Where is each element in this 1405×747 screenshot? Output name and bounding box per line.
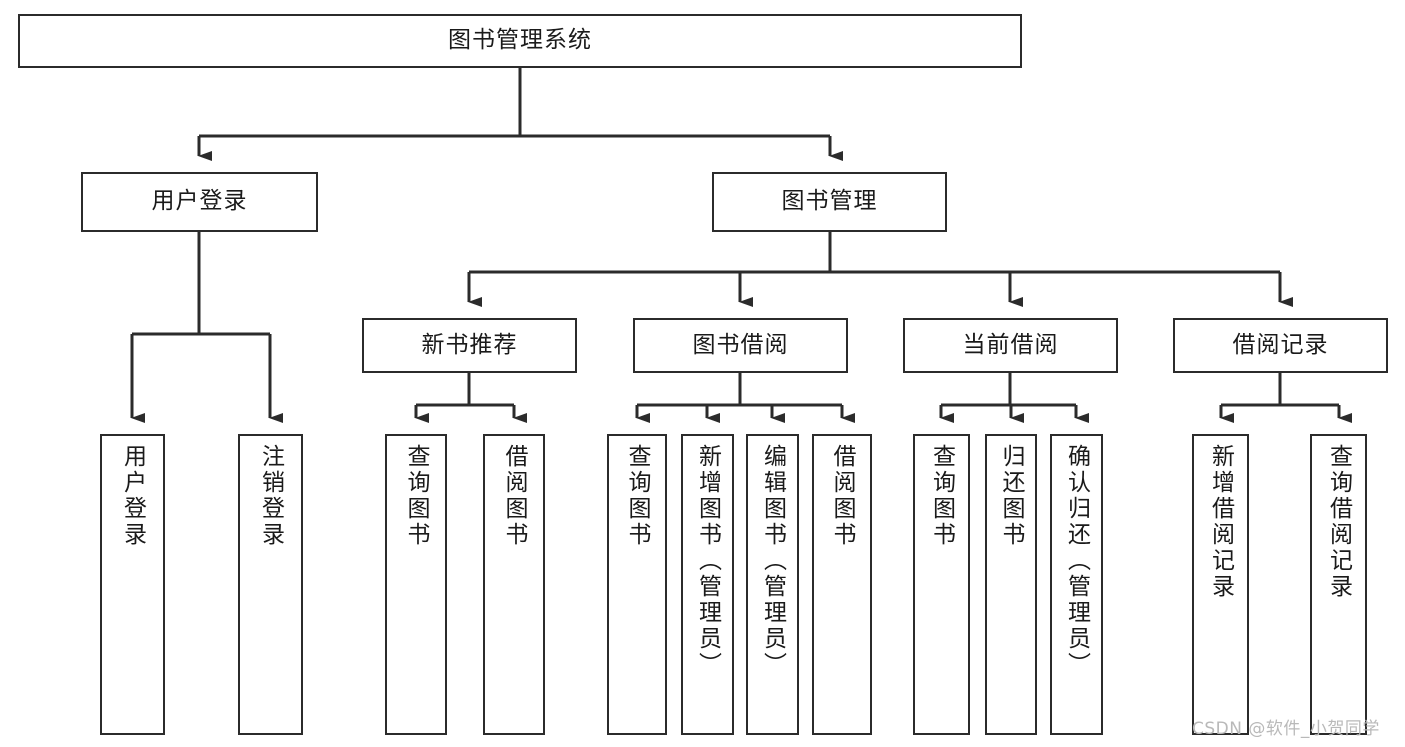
node-book-manage-label: 图书管理 xyxy=(781,188,878,215)
leaf-add-borrow-record[interactable]: 新增借阅记录 xyxy=(1192,434,1249,735)
node-borrow-record[interactable]: 借阅记录 xyxy=(1173,318,1388,373)
leaf-add-book[interactable]: 新增图书（管理员） xyxy=(681,434,734,735)
node-root[interactable]: 图书管理系统 xyxy=(18,14,1022,68)
leaf-return-book-label: 归还图书 xyxy=(998,444,1025,548)
node-new-book-recommend[interactable]: 新书推荐 xyxy=(362,318,577,373)
leaf-query-book-2-label: 查询图书 xyxy=(624,444,651,548)
node-user-login[interactable]: 用户登录 xyxy=(81,172,318,232)
leaf-query-book-3-label: 查询图书 xyxy=(928,444,955,548)
leaf-edit-book[interactable]: 编辑图书（管理员） xyxy=(746,434,799,735)
node-book-borrow-label: 图书借阅 xyxy=(692,331,789,358)
node-current-borrow-label: 当前借阅 xyxy=(962,331,1059,358)
leaf-borrow-book-1-label: 借阅图书 xyxy=(501,444,528,548)
leaf-user-logout-label: 注销登录 xyxy=(257,444,284,548)
leaf-query-book-3[interactable]: 查询图书 xyxy=(913,434,970,735)
leaf-query-book-1[interactable]: 查询图书 xyxy=(385,434,447,735)
node-new-book-recommend-label: 新书推荐 xyxy=(421,331,518,358)
leaf-edit-book-label: 编辑图书（管理员） xyxy=(759,444,786,678)
leaf-query-borrow-record[interactable]: 查询借阅记录 xyxy=(1310,434,1367,735)
node-book-borrow[interactable]: 图书借阅 xyxy=(633,318,848,373)
node-current-borrow[interactable]: 当前借阅 xyxy=(903,318,1118,373)
leaf-return-book[interactable]: 归还图书 xyxy=(985,434,1037,735)
leaf-confirm-return-label: 确认归还（管理员） xyxy=(1063,444,1090,678)
leaf-borrow-book-1[interactable]: 借阅图书 xyxy=(483,434,545,735)
leaf-query-book-2[interactable]: 查询图书 xyxy=(607,434,667,735)
leaf-add-book-label: 新增图书（管理员） xyxy=(694,444,721,678)
leaf-confirm-return[interactable]: 确认归还（管理员） xyxy=(1050,434,1103,735)
leaf-query-book-1-label: 查询图书 xyxy=(403,444,430,548)
leaf-user-login[interactable]: 用户登录 xyxy=(100,434,165,735)
leaf-add-borrow-record-label: 新增借阅记录 xyxy=(1207,444,1234,600)
node-borrow-record-label: 借阅记录 xyxy=(1232,331,1329,358)
leaf-borrow-book-2-label: 借阅图书 xyxy=(829,444,856,548)
leaf-user-logout[interactable]: 注销登录 xyxy=(238,434,303,735)
leaf-query-borrow-record-label: 查询借阅记录 xyxy=(1325,444,1352,600)
leaf-borrow-book-2[interactable]: 借阅图书 xyxy=(812,434,872,735)
node-user-login-label: 用户登录 xyxy=(151,188,248,215)
node-book-manage[interactable]: 图书管理 xyxy=(712,172,947,232)
csdn-watermark: CSDN @软件_小贺同学 xyxy=(1192,719,1380,739)
leaf-user-login-label: 用户登录 xyxy=(119,444,146,548)
node-root-label: 图书管理系统 xyxy=(448,27,592,54)
